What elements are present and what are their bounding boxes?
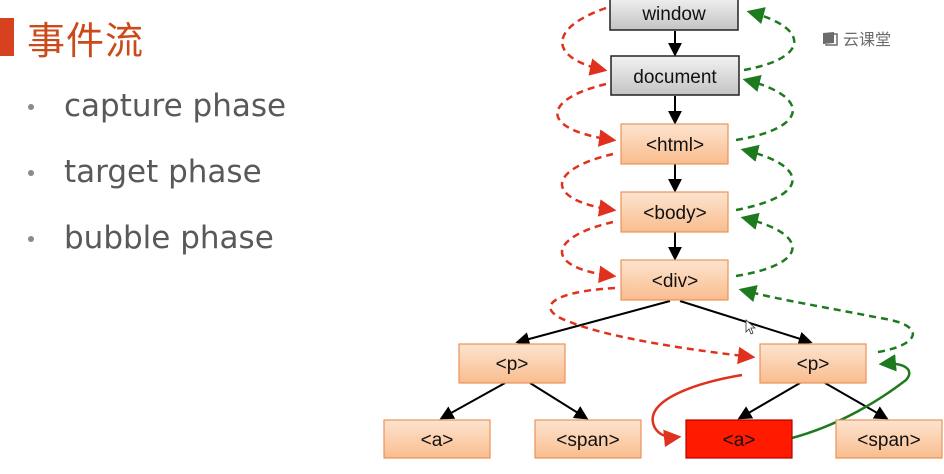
- capture-arrow-div-p2: [549, 286, 756, 365]
- node-label: <div>: [652, 271, 698, 292]
- bubble-arrow-html-document: [735, 74, 794, 142]
- node-label: <body>: [643, 203, 706, 224]
- bubble-arrow-p2-div: [738, 285, 915, 354]
- connector-p1-a1: [439, 382, 506, 420]
- node-label: <p>: [496, 354, 529, 375]
- connector-p2-span2: [824, 382, 889, 420]
- watermark: 云课堂: [822, 27, 891, 49]
- node-label: <span>: [857, 430, 920, 451]
- node-html: <html>: [620, 123, 729, 165]
- book-icon: [823, 31, 838, 46]
- capture-arrow-document-html: [556, 82, 617, 147]
- node-p-left: <p>: [458, 343, 566, 384]
- node-div: <div>: [620, 259, 729, 301]
- bullet-list: capture phase target phase bubble phase: [28, 86, 286, 284]
- node-span-left: <span>: [534, 419, 642, 459]
- capture-arrows: [549, 6, 756, 448]
- node-a-left: <a>: [383, 419, 491, 459]
- capture-arrow-body-div: [561, 220, 617, 284]
- title-accent-bar: [0, 18, 14, 56]
- bullet-text-bubble: bubble phase: [64, 220, 274, 256]
- bubble-arrow-div-body: [735, 212, 794, 278]
- bullet-dot-icon: [28, 104, 34, 110]
- capture-arrow-p2-a2: [651, 373, 743, 448]
- bullet-item: bubble phase: [28, 218, 286, 284]
- bubble-arrow-a2-p2: [791, 354, 911, 440]
- node-label: window: [641, 4, 706, 25]
- bullet-dot-icon: [28, 170, 34, 176]
- node-window: window: [609, 0, 739, 31]
- bullet-text-target: target phase: [64, 154, 262, 190]
- node-a-target: <a>: [685, 419, 793, 459]
- bubble-arrows: [735, 7, 915, 440]
- node-label: <a>: [723, 430, 756, 451]
- node-label: <html>: [646, 135, 704, 156]
- connector-p2-a2: [737, 382, 801, 420]
- node-label: <a>: [421, 430, 454, 451]
- node-span-right: <span>: [835, 419, 943, 459]
- capture-arrow-window-document: [561, 6, 608, 76]
- bullet-item: target phase: [28, 152, 286, 218]
- node-document: document: [610, 55, 740, 96]
- watermark-text: 云课堂: [843, 30, 892, 49]
- tree-connectors: [439, 31, 889, 420]
- node-body: <body>: [620, 191, 729, 233]
- mouse-cursor-icon: [745, 319, 757, 335]
- connector-div-p2: [679, 300, 813, 346]
- connector-div-p1: [515, 300, 671, 346]
- node-label: <p>: [797, 354, 830, 375]
- bubble-arrow-body-html: [735, 144, 794, 212]
- node-p-right: <p>: [759, 343, 867, 384]
- node-label: <span>: [556, 430, 619, 451]
- node-label: document: [633, 67, 717, 88]
- bubble-arrow-document-window: [743, 7, 796, 72]
- bullet-dot-icon: [28, 236, 34, 242]
- slide-title: 事件流: [27, 19, 145, 63]
- connector-p1-span1: [529, 382, 589, 420]
- bullet-item: capture phase: [28, 86, 286, 152]
- capture-arrow-html-body: [561, 152, 617, 217]
- bullet-text-capture: capture phase: [64, 88, 287, 124]
